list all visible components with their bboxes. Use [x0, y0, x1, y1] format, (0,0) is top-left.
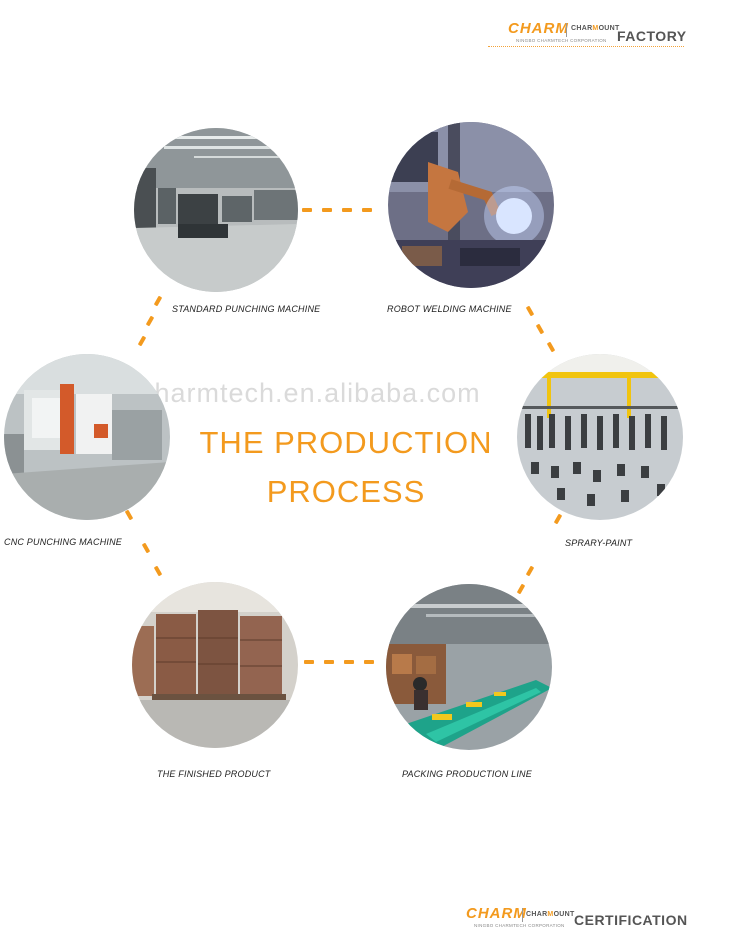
header-logo: CHARM CHARMOUNT NINGBO CHARMTECH CORPORA…: [508, 20, 688, 50]
connector-dash: [145, 315, 155, 327]
charmount-logo: CHARMOUNT: [571, 25, 620, 32]
step-label-finished-product: THE FINISHED PRODUCT: [157, 769, 271, 779]
connector-dash: [342, 208, 352, 212]
connector-dash: [364, 660, 374, 664]
corporation-name: NINGBO CHARMTECH CORPORATION: [474, 923, 565, 928]
section-title-certification: CERTIFICATION: [574, 912, 688, 928]
spray-paint-line-photo: [517, 354, 683, 520]
watermark: charmtech.en.alibaba.com: [140, 378, 481, 408]
finished-product-photo: [132, 582, 298, 748]
step-label-standard-punching: STANDARD PUNCHING MACHINE: [172, 304, 321, 314]
connector-dash: [546, 341, 556, 353]
step-label-spray-paint: SPRARY-PAINT: [565, 538, 633, 548]
cnc-punching-photo: [4, 354, 170, 520]
charm-logo: CHARM: [466, 905, 527, 922]
charm-logo: CHARM: [508, 20, 569, 37]
connector-dash: [516, 583, 526, 595]
title-line-2: PROCESS: [266, 474, 426, 509]
logo-divider: [522, 908, 523, 922]
logo-divider: [566, 23, 567, 37]
step-label-cnc-punching: CNC PUNCHING MACHINE: [4, 537, 123, 547]
charmount-logo: CHARMOUNT: [526, 911, 575, 918]
connector-dash: [302, 208, 312, 212]
robot-welding-photo: [388, 122, 554, 288]
connector-dash: [304, 660, 314, 664]
corporation-name: NINGBO CHARMTECH CORPORATION: [516, 38, 607, 43]
connector-dash: [153, 295, 163, 307]
connector-dash: [153, 565, 163, 577]
title-line-1: THE PRODUCTION: [199, 425, 493, 460]
section-title-factory: FACTORY: [617, 28, 687, 44]
connector-dash: [553, 513, 563, 525]
connector-dash: [344, 660, 354, 664]
step-label-packing-line: PACKING PRODUCTION LINE: [402, 769, 532, 779]
step-label-robot-welding: ROBOT WELDING MACHINE: [387, 304, 512, 314]
connector-dash: [535, 323, 545, 335]
header-dotted-line: [488, 46, 684, 47]
connector-dash: [137, 335, 147, 347]
connector-dash: [324, 660, 334, 664]
connector-dash: [124, 509, 134, 521]
connector-dash: [322, 208, 332, 212]
packing-line-photo: [386, 584, 552, 750]
connector-dash: [525, 565, 535, 577]
punching-workshop-photo: [134, 128, 298, 292]
connector-dash: [362, 208, 372, 212]
connector-dash: [525, 305, 535, 317]
connector-dash: [141, 542, 151, 554]
